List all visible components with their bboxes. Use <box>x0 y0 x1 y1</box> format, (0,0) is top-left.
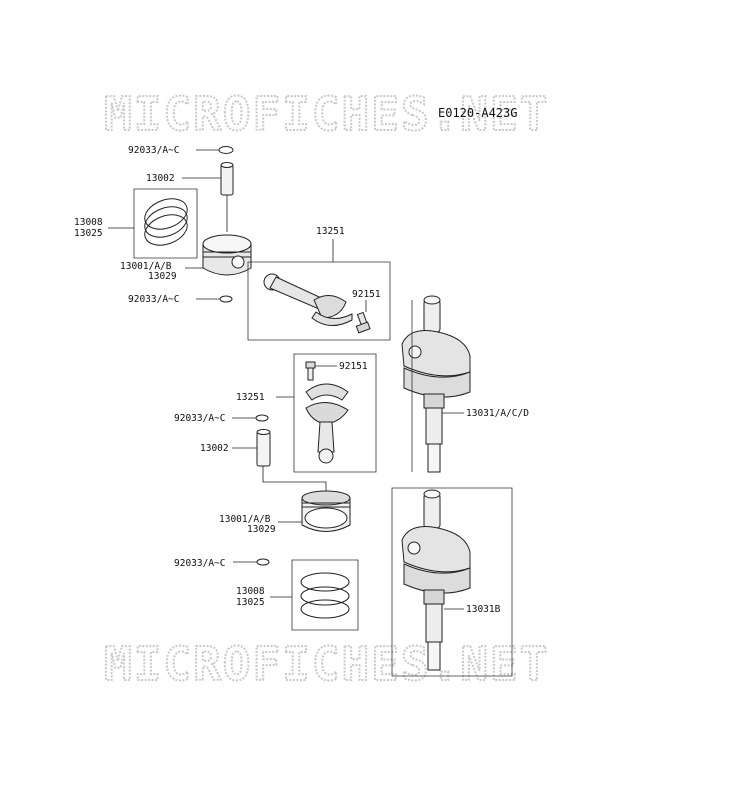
connecting-rod-top <box>263 273 353 326</box>
label-rings-top-a: 13008 <box>74 217 103 228</box>
rod-box-mid <box>293 353 377 473</box>
label-pin-mid: 13002 <box>200 443 229 454</box>
label-rod-top: 13251 <box>316 226 345 237</box>
label-clip-mid: 92033/A~C <box>174 413 225 424</box>
label-rings-bottom-b: 13025 <box>236 597 265 608</box>
crankshaft-bottom <box>401 489 471 671</box>
piston-pin-top <box>220 162 234 196</box>
watermark-bottom: MICROFICHES.NET <box>104 637 549 691</box>
label-pin-top: 13002 <box>146 173 175 184</box>
rod-bolt-mid <box>305 361 316 381</box>
rings-box-top <box>133 188 198 259</box>
label-clip-bottom: 92033/A~C <box>174 558 225 569</box>
label-crank-top: 13031/A/C/D <box>466 408 529 419</box>
label-bolt-mid: 92151 <box>339 361 368 372</box>
piston-pin-mid <box>256 429 271 467</box>
label-piston-top-a: 13001/A/B <box>120 261 172 272</box>
label-bolt-top: 92151 <box>352 289 381 300</box>
piston-top <box>202 234 252 276</box>
label-rod-mid: 13251 <box>236 392 265 403</box>
label-piston-mid-b: 13029 <box>247 524 276 535</box>
rod-bolt-top <box>355 311 371 334</box>
rings-box-bottom <box>291 559 359 631</box>
piston-mid <box>301 490 351 532</box>
circlip-bottom <box>256 558 270 566</box>
watermark-top: MICROFICHES.NET <box>104 87 549 141</box>
label-piston-mid-a: 13001/A/B <box>219 514 271 525</box>
label-rings-bottom-a: 13008 <box>236 586 265 597</box>
connecting-rod-mid <box>305 383 349 464</box>
label-crank-bottom: 13031B <box>466 604 501 615</box>
label-piston-top-b: 13029 <box>148 271 177 282</box>
piston-rings-bottom <box>300 572 350 619</box>
crank-box-bottom <box>391 487 513 677</box>
label-rings-top-b: 13025 <box>74 228 103 239</box>
rod-box-top <box>247 261 391 341</box>
label-clip-top-1: 92033/A~C <box>128 145 179 156</box>
crankshaft-top <box>401 295 471 473</box>
label-clip-top-2: 92033/A~C <box>128 294 179 305</box>
circlip-mid <box>255 414 269 422</box>
circlip-top-2 <box>219 295 233 303</box>
piston-rings-top <box>144 198 188 246</box>
diagram-code: E0120-A423G <box>438 106 517 120</box>
circlip-top-1 <box>218 146 234 154</box>
